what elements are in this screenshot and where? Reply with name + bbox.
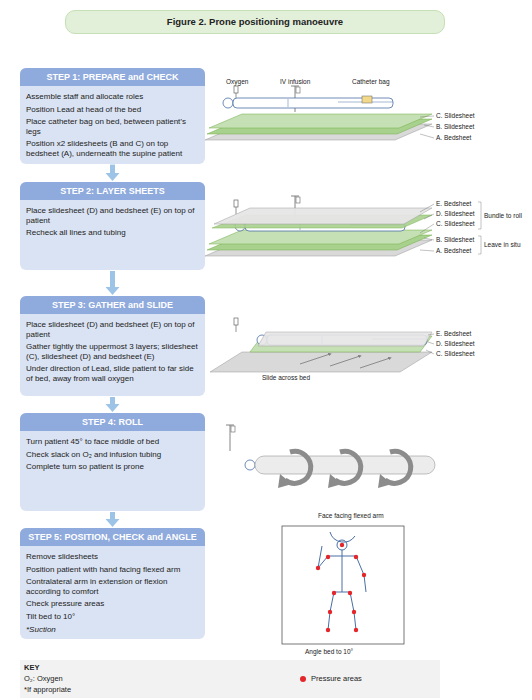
step-text: Place catheter bag on bed, between patie…	[20, 117, 205, 136]
callout-label: Face facing flexed arm	[318, 512, 384, 520]
step-heading: STEP 5: POSITION, CHECK and ANGLE	[20, 528, 205, 546]
callout-label: C. Slidesheet	[436, 220, 475, 228]
callout-label: IV infusion	[280, 78, 310, 86]
step-box: STEP 1: PREPARE and CHECKAssemble staff …	[20, 68, 205, 164]
legend-text: Pressure areas	[311, 674, 362, 684]
callout-label: E. Bedsheet	[436, 330, 471, 338]
step-text: Contralateral arm in extension or flexio…	[20, 577, 205, 596]
callout-label: A. Bedsheet	[436, 247, 471, 255]
callout-label: B. Slidesheet	[436, 123, 474, 131]
step-body: Place slidesheet (D) and bedsheet (E) on…	[20, 314, 205, 389]
callout-label: D. Slidesheet	[436, 210, 475, 218]
flow-arrow	[106, 397, 120, 412]
step-text: Check pressure areas	[20, 599, 205, 609]
step-text: Check slack on O₂ and infusion tubing	[20, 450, 205, 460]
step-text: Position patient with hand facing flexed…	[20, 565, 205, 575]
flow-arrow	[106, 512, 120, 527]
step-box: STEP 5: POSITION, CHECK and ANGLERemove …	[20, 528, 205, 639]
step-heading: STEP 2: LAYER SHEETS	[20, 182, 205, 200]
step-text: Tilt bed to 10°	[20, 612, 205, 622]
step-heading: STEP 4: ROLL	[20, 413, 205, 431]
callout-label: A. Bedsheet	[436, 134, 471, 142]
step-text: Recheck all lines and tubing	[20, 228, 205, 238]
flow-arrow	[106, 165, 120, 181]
callout-label: KEY	[24, 663, 39, 673]
callout-label: D. Slidesheet	[436, 340, 475, 348]
callout-label: C. Slidesheet	[436, 350, 475, 358]
step-body: Place slidesheet (D) and bedsheet (E) on…	[20, 200, 205, 243]
step-box: STEP 3: GATHER and SLIDE Place slidesheet…	[20, 296, 205, 396]
callout-label: C. Slidesheet	[436, 112, 475, 120]
step-text: Turn patient 45° to face middle of bed	[20, 437, 205, 447]
step-box: STEP 4: ROLLTurn patient 45° to face mid…	[20, 413, 205, 511]
step-body: Remove slidesheetsPosition patient with …	[20, 546, 205, 639]
callout-label: Slide across bed	[262, 374, 310, 382]
callout-label: Leave in situ	[484, 241, 521, 249]
step-text: *Suction	[20, 625, 205, 635]
flow-arrow	[106, 271, 120, 295]
callout-label: Catheter bag	[352, 78, 390, 86]
callout-label: B. Slidesheet	[436, 236, 474, 244]
step-text: Position Lead at head of the bed	[20, 105, 205, 115]
callout-label: *If appropriate	[24, 685, 71, 695]
step-text: Assemble staff and allocate roles	[20, 92, 205, 102]
step-text: Place slidesheet (D) and bedsheet (E) on…	[20, 206, 205, 225]
callout-label: E. Bedsheet	[436, 200, 471, 208]
step-body: Assemble staff and allocate rolesPositio…	[20, 86, 205, 164]
callout-label: Angle bed to 10°	[305, 648, 353, 656]
legend-swatch	[300, 676, 306, 682]
key-panel	[20, 660, 440, 698]
step-heading: STEP 1: PREPARE and CHECK	[20, 68, 205, 86]
step-text: Under direction of Lead, slide patient t…	[20, 364, 205, 383]
step-body: Turn patient 45° to face middle of bedCh…	[20, 431, 205, 477]
step-text: Gather tightly the uppermost 3 layers; s…	[20, 342, 205, 361]
step-heading: STEP 3: GATHER and SLIDE	[20, 296, 205, 314]
step-text: Position x2 slidesheets (B and C) on top…	[20, 139, 205, 158]
step-text: Complete turn so patient is prone	[20, 462, 205, 472]
callout-label: Oxygen	[226, 78, 248, 86]
step-text: Place slidesheet (D) and bedsheet (E) on…	[20, 320, 205, 339]
step-box: STEP 2: LAYER SHEETS Place slidesheet (D)…	[20, 182, 205, 270]
callout-label: Bundle to roll	[484, 212, 522, 220]
callout-label: O₂: Oxygen	[24, 674, 63, 684]
step-text: Remove slidesheets	[20, 552, 205, 562]
figure-title: Figure 2. Prone positioning manoeuvre	[65, 10, 445, 34]
